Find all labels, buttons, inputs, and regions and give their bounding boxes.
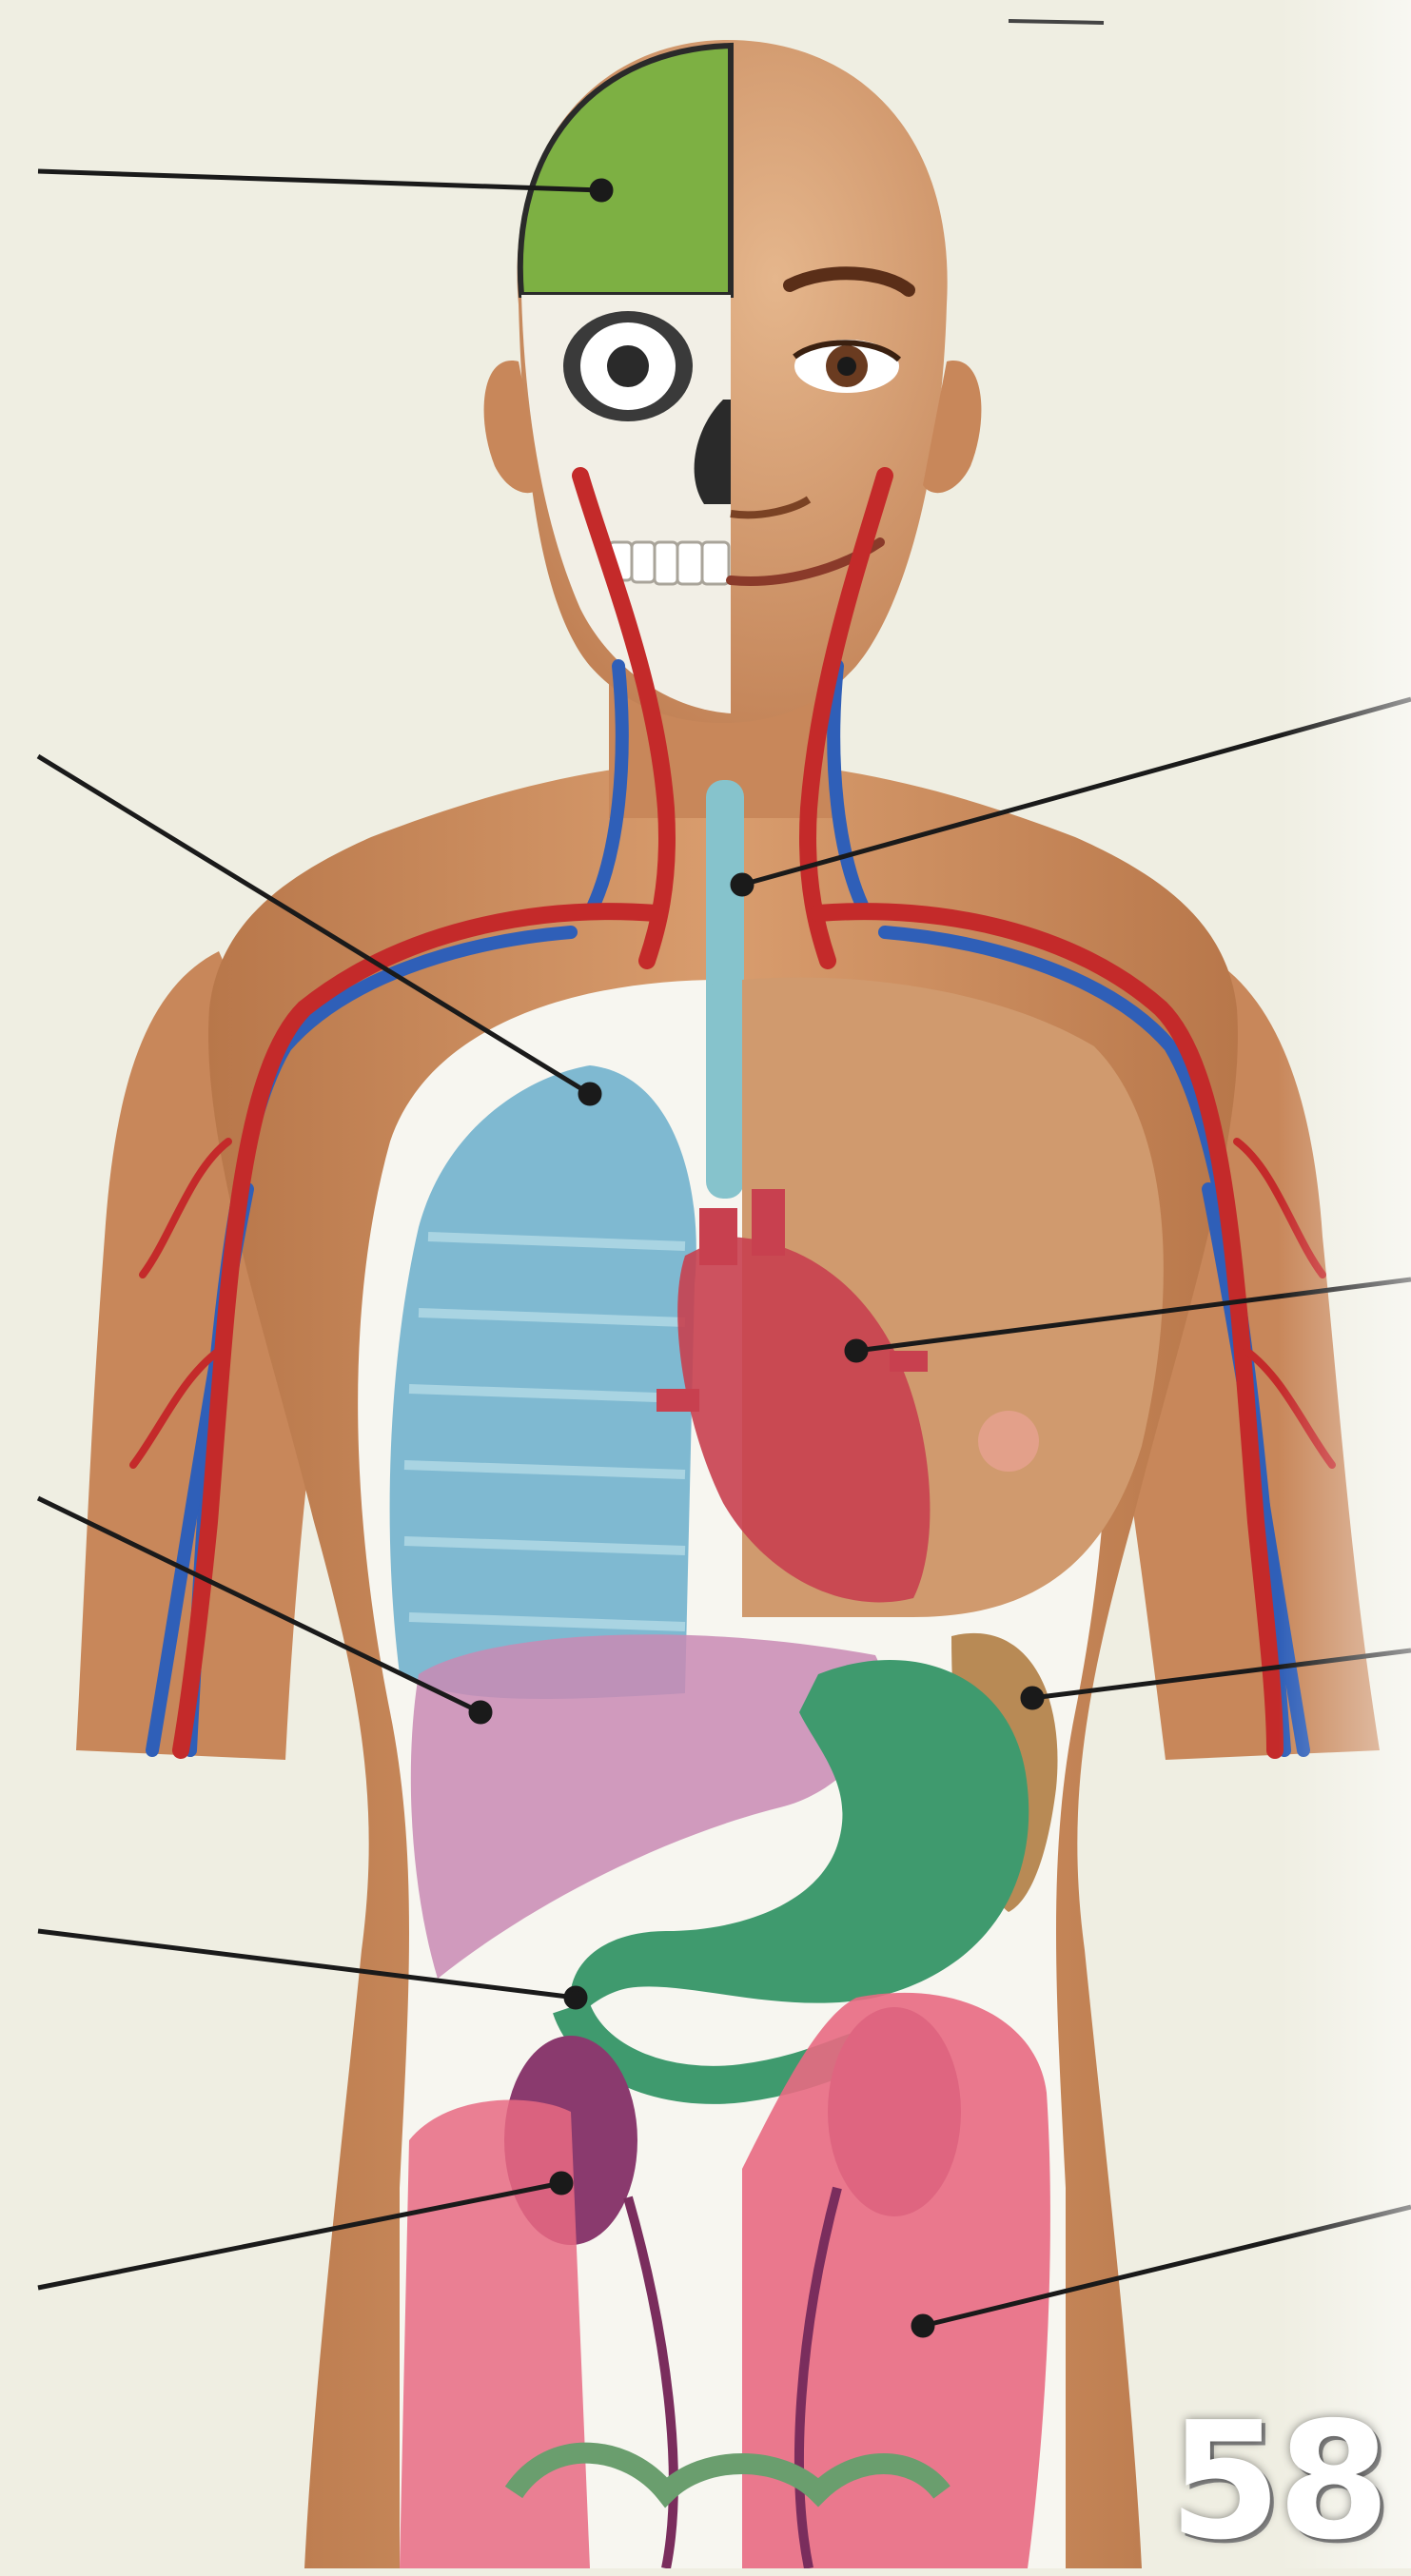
label-dot-spleen <box>1023 1688 1042 1708</box>
organs <box>358 780 1164 2568</box>
label-dot-heart <box>847 1341 866 1360</box>
top-mark <box>1009 21 1104 23</box>
page-number: 58 <box>1168 2401 1386 2563</box>
nipple <box>978 1411 1039 1472</box>
label-dot-large-intestine <box>913 2316 932 2335</box>
label-dot-liver <box>471 1703 490 1722</box>
spine <box>706 780 744 1199</box>
label-dot-kidney <box>552 2174 571 2193</box>
label-dot-lung <box>580 1084 599 1103</box>
label-dot-brain <box>592 181 611 200</box>
label-dot-spine <box>733 875 752 894</box>
label-dot-stomach <box>566 1988 585 2007</box>
label-line-brain <box>38 171 601 190</box>
brain <box>520 46 731 295</box>
head <box>484 40 982 723</box>
